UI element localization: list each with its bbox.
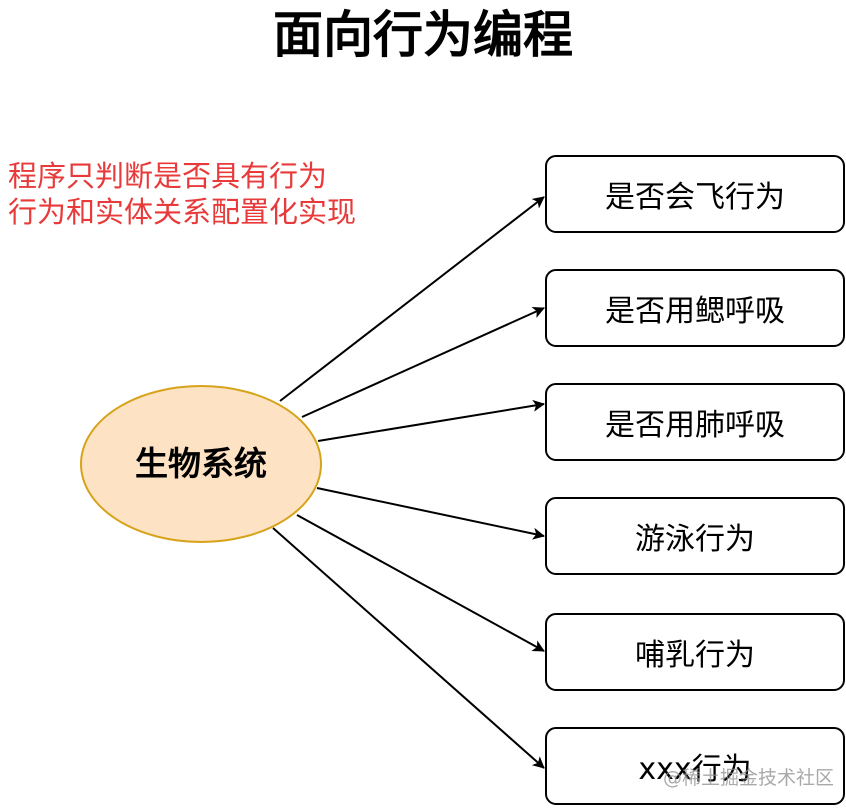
behavior-label: 游泳行为	[635, 522, 755, 557]
behavior-label: xxx行为	[638, 752, 752, 787]
center-ellipse	[80, 385, 322, 543]
behavior-box-xxx: xxx行为	[545, 727, 845, 805]
arrow-to-xxx	[272, 527, 545, 769]
behavior-box-gill-breathing: 是否用鳃呼吸	[545, 269, 845, 347]
behavior-box-flying: 是否会飞行为	[545, 155, 845, 233]
behavior-box-lung-breathing: 是否用肺呼吸	[545, 383, 845, 461]
arrow-to-flying	[279, 196, 545, 402]
watermark: @稀土掘金技术社区	[663, 767, 835, 789]
behavior-label: 哺乳行为	[635, 638, 755, 673]
arrow-to-nursing	[296, 514, 545, 652]
annotation-line-1: 程序只判断是否具有行为	[8, 159, 328, 193]
annotation-line-2: 行为和实体关系配置化实现	[8, 195, 357, 229]
annotation-note: 程序只判断是否具有行为 行为和实体关系配置化实现	[8, 158, 356, 230]
arrow-to-swimming	[316, 487, 545, 540]
center-node-label: 生物系统	[135, 444, 267, 483]
behavior-box-swimming: 游泳行为	[545, 497, 845, 575]
behavior-label: 是否用鳃呼吸	[605, 294, 785, 329]
behavior-box-nursing: 哺乳行为	[545, 613, 845, 691]
arrow-to-gill-breathing	[301, 307, 545, 418]
behavior-label: 是否会飞行为	[605, 180, 785, 215]
arrow-to-lung-breathing	[317, 399, 545, 442]
diagram-title: 面向行为编程	[273, 6, 573, 64]
behavior-label: 是否用肺呼吸	[605, 408, 785, 443]
